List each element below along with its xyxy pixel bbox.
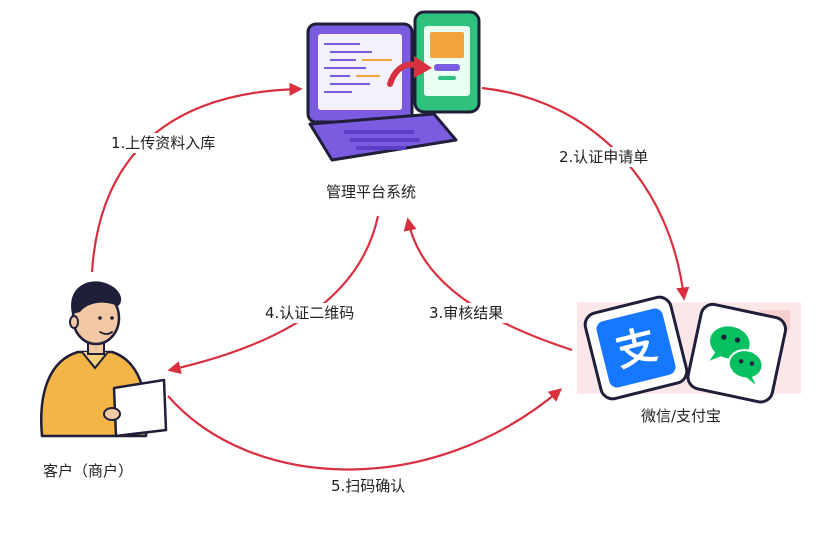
wechat-icon bbox=[686, 302, 788, 404]
arrow-step-5 bbox=[167, 388, 563, 471]
payment-platforms-label: 微信/支付宝 bbox=[638, 406, 725, 426]
customer-label: 客户（商户） bbox=[40, 461, 137, 481]
step-4-label: 4.认证二维码 bbox=[262, 303, 358, 323]
person-with-laptop-icon bbox=[40, 281, 168, 438]
step-2-label: 2.认证申请单 bbox=[556, 147, 652, 167]
arrow-step-3 bbox=[403, 217, 573, 352]
alipay-icon: 支 bbox=[583, 295, 689, 401]
laptop-with-phone-icon bbox=[306, 10, 481, 162]
step-1-label: 1.上传资料入库 bbox=[108, 133, 219, 153]
arrow-step-1 bbox=[90, 82, 303, 273]
step-3-label: 3.审核结果 bbox=[426, 303, 507, 323]
management-platform-label: 管理平台系统 bbox=[323, 182, 420, 202]
arrow-step-4 bbox=[167, 215, 380, 375]
arrow-step-2 bbox=[481, 86, 690, 301]
step-5-label: 5.扫码确认 bbox=[328, 476, 409, 496]
